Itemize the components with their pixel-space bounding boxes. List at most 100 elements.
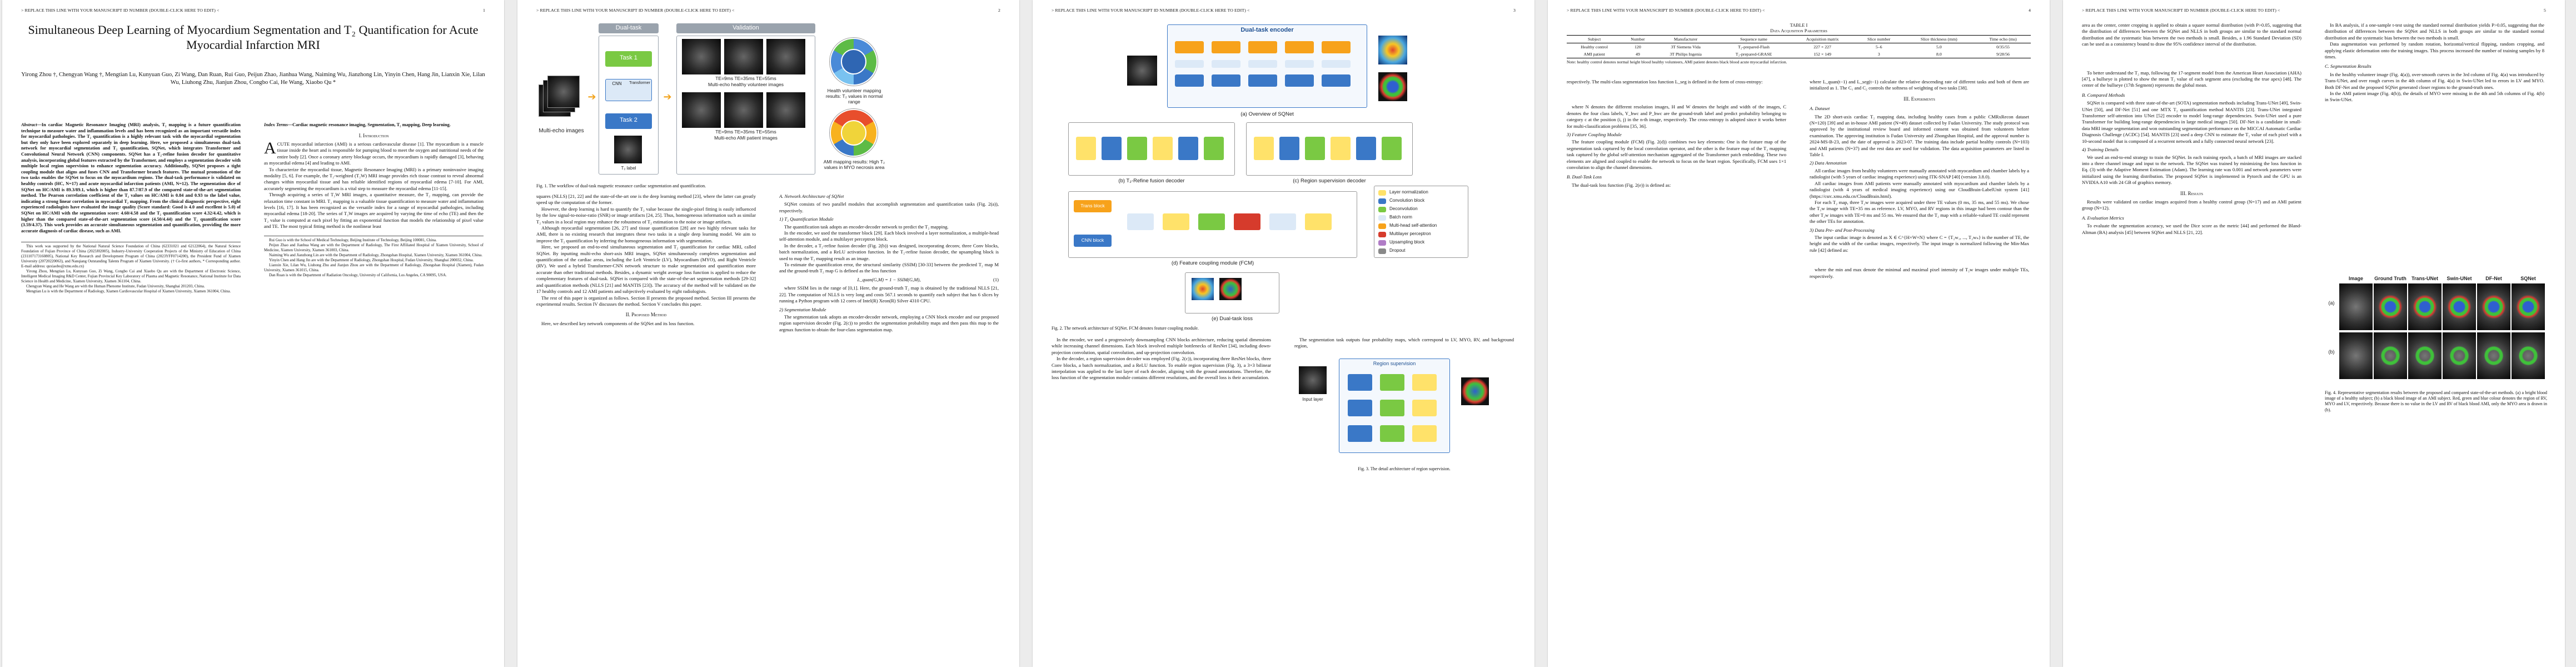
subsection-heading: B. Compared Methods — [2082, 92, 2125, 98]
table-cell: 49 — [1635, 52, 1640, 57]
figure-2-caption: Fig. 2. The network architecture of SQNe… — [1052, 326, 1199, 331]
echo-image — [547, 76, 580, 108]
segmentation-result-image — [2512, 283, 2545, 330]
table-cell: AMI patient — [1583, 52, 1605, 57]
page5-right-column: In BA analysis, if a one-sample t-test u… — [2325, 22, 2544, 103]
legend-label: Deconvolution — [1389, 206, 1418, 211]
footnote: Peijun Zhao and Jianhua Wang are with th… — [264, 242, 484, 252]
fcm-block — [1248, 60, 1277, 68]
abstract-label: Abstract — [21, 122, 37, 127]
footnote: Mengtian Lu is with the Department of Ra… — [26, 289, 231, 294]
intro-paragraph-3: Through acquiring a series of T₂W MRI im… — [264, 192, 484, 230]
row-label: (b) — [2328, 349, 2335, 355]
table-title: TABLE I — [1790, 22, 1808, 28]
column-header: Ground Truth — [2374, 276, 2406, 281]
subsection-heading: A. Network Architecture of SQNet — [779, 193, 844, 199]
affiliation-footnotes: Rui Guo is with the School of Medical Te… — [264, 235, 484, 278]
page-3: > REPLACE THIS LINE WITH YOUR MANUSCRIPT… — [1033, 0, 1534, 667]
legend-swatch — [1378, 198, 1386, 204]
decoder-block — [1178, 137, 1198, 160]
transformer-block — [1322, 41, 1351, 53]
running-header: > REPLACE THIS LINE WITH YOUR MANUSCRIPT… — [21, 8, 485, 16]
footnote: Rui Guo is with the School of Medical Te… — [269, 237, 437, 242]
task2-box — [605, 113, 652, 129]
decoder-block — [1356, 137, 1376, 160]
figure-1-caption: Fig. 1. The workflow of dual-task magnet… — [536, 183, 706, 188]
cnn-block — [1074, 235, 1112, 247]
row-label: (a) — [2328, 300, 2335, 306]
decoder-block — [1153, 137, 1173, 160]
running-header: > REPLACE THIS LINE WITH YOUR MANUSCRIPT… — [1052, 8, 1516, 13]
fcm-block — [1212, 60, 1240, 68]
legend-swatch — [1378, 207, 1386, 212]
drop-cap: A — [264, 139, 276, 157]
dual-task-loss-panel — [1185, 272, 1279, 313]
fcm-stage-block — [1305, 213, 1332, 230]
transformer-block — [1248, 41, 1277, 53]
validation-panel — [676, 36, 815, 175]
table-cell: 120 — [1635, 44, 1641, 49]
cnn-block — [1248, 74, 1277, 87]
table-cell: 3 — [1877, 52, 1880, 57]
hv-echo-3 — [766, 39, 805, 74]
fcm-stage-block — [1198, 213, 1225, 230]
region-block — [1348, 374, 1372, 391]
region-block — [1412, 399, 1437, 416]
legend-label: Upsampling block — [1389, 240, 1425, 245]
trans-block — [1074, 200, 1112, 212]
table-cell: 227 × 227 — [1813, 44, 1831, 49]
table-cell: T₂-prepared-Flash — [1738, 44, 1770, 49]
fcm-stage-block — [1234, 213, 1260, 230]
legend-swatch — [1378, 223, 1386, 229]
section-heading: II. Proposed Method — [625, 312, 667, 318]
fcm-stage-block — [1269, 213, 1296, 230]
t2-map-output — [1378, 36, 1407, 64]
fig3-output — [1461, 377, 1489, 405]
legend-swatch — [1378, 240, 1386, 246]
table-header-cell: Sequence name — [1740, 37, 1767, 42]
page-number: 4 — [2029, 8, 2031, 13]
column-header: Trans-UNet — [2411, 276, 2438, 281]
subsection-heading: A. Dataset — [1810, 106, 1830, 112]
page-2: > REPLACE THIS LINE WITH YOUR MANUSCRIPT… — [517, 0, 1019, 667]
abstract-text: —In cardiac Magnetic Resonance Imaging (… — [21, 122, 241, 233]
funding-footnotes: This work was supported by the National … — [21, 242, 241, 294]
page3-right-column: The segmentation task outputs four proba… — [1294, 337, 1514, 471]
decoder-block — [1102, 137, 1122, 160]
page-number: 2 — [998, 8, 1000, 13]
cnn-block — [1212, 74, 1240, 87]
figure-1: Multi-echo images ➔ Dual-task Task 1 CNN… — [536, 19, 1000, 186]
bullseye-inner — [841, 49, 866, 74]
column-header: DF-Net — [2485, 276, 2502, 281]
table-header-cell: Time echo (ms) — [1989, 37, 2017, 42]
legend-label: Batch norm — [1389, 215, 1412, 220]
cnn-block — [1322, 74, 1351, 87]
legend-label: Multilayer perceptron — [1389, 231, 1431, 236]
table-header-cell: Acquisition matrix — [1806, 37, 1839, 42]
figure-2: Dual-task encoder (a) Overview of SQNet … — [1052, 19, 1516, 325]
decoder-block — [1279, 137, 1299, 160]
running-header: > REPLACE THIS LINE WITH YOUR MANUSCRIPT… — [2082, 8, 2546, 13]
dual-task-tab — [599, 23, 659, 33]
page-5: > REPLACE THIS LINE WITH YOUR MANUSCRIPT… — [2063, 0, 2565, 667]
segmentation-result-image — [2374, 332, 2407, 379]
table-1: TABLE I Data Acquisition Parameters Subj… — [1567, 22, 2031, 64]
table-cell: 9/28/56 — [1996, 52, 2010, 57]
footnote: Chengyan Wang and He Wang are with the H… — [26, 284, 205, 289]
fcm-block — [1322, 60, 1351, 68]
subsubsection-heading: 3) Data Pre- and Post-Processing — [1810, 227, 1875, 233]
legend-label: Layer normalization — [1389, 190, 1428, 195]
segmentation-result-image — [2443, 332, 2476, 379]
table-cell: 3T Philips Ingenia — [1670, 52, 1702, 57]
subsubsection-heading: 1) T₂ Quantification Module — [779, 216, 834, 222]
bullseye-inner — [841, 120, 866, 146]
equation-1: L_quan(G,M) = 1 − SSIM(G,M),(1) — [857, 276, 999, 282]
header-text: > REPLACE THIS LINE WITH YOUR MANUSCRIPT… — [21, 8, 220, 13]
loss-map — [1192, 278, 1214, 300]
table-note: Note: healthy control denotes normal hei… — [1567, 59, 1787, 64]
legend-label: Dropout — [1389, 248, 1406, 253]
transformer-block — [1212, 41, 1240, 53]
legend-swatch — [1378, 232, 1386, 237]
